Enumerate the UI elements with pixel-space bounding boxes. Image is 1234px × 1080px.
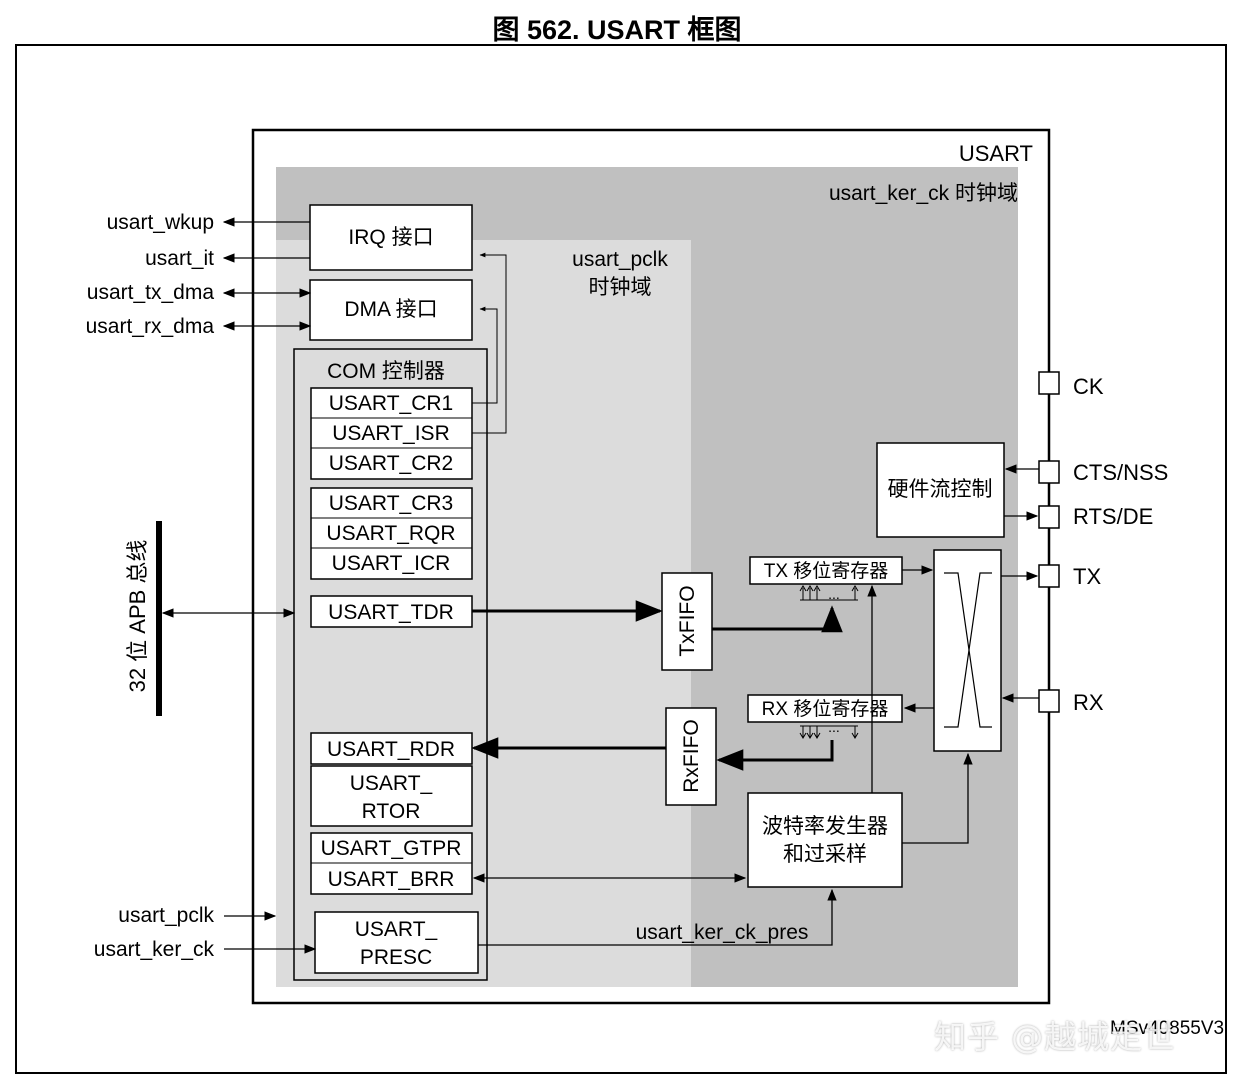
pin-crossbar-box [933,549,1002,752]
register-cr2: USART_CR2 [329,452,453,475]
register-rqr: USART_RQR [326,522,455,545]
hw-flow-control-label: 硬件流控制 [888,478,993,501]
pclk-domain-label-1: usart_pclk [572,248,668,271]
com-controller-label: COM 控制器 [327,360,445,383]
register-rtor-line1: USART_ [350,772,433,795]
register-brr: USART_BRR [328,868,455,891]
baud-generator-box [747,792,903,888]
rx-shift-register-box [747,694,903,723]
pin-cts-nss-label: CTS/NSS [1073,460,1168,485]
pin-tx [1038,564,1060,588]
tx-shift-register-box [749,556,903,585]
register-presc-line1: USART_ [355,918,438,941]
hw-flow-control-box [876,442,1005,538]
rx-shift-parallel-outputs [799,725,859,739]
baud-generator-line1: 波特率发生器 [762,815,888,838]
rxfifo-box [665,707,717,806]
irq-interface-box [309,204,473,271]
presc-to-baud-arrow [478,888,837,946]
signal-usart-pclk: usart_pclk [118,904,214,927]
register-group-3: USART_GTPR USART_BRR [310,832,473,895]
register-cr1: USART_CR1 [329,392,453,415]
signal-usart-ker-ck: usart_ker_ck [94,938,215,961]
watermark: 知乎 @越城走世 [934,1018,1177,1056]
cr1-to-dma-line [472,306,498,404]
register-rtor-box [310,765,473,827]
register-gtpr: USART_GTPR [321,837,462,860]
com-controller-box [293,348,488,981]
irq-interface-label: IRQ 接口 [348,226,433,249]
register-presc-line2: PRESC [360,946,432,969]
register-icr: USART_ICR [332,552,451,575]
figure-code: MSv40855V3 [1110,1018,1225,1039]
pin-rts-de [1038,505,1060,529]
rx-shift-register-label: RX 移位寄存器 [762,698,889,720]
signal-usart-it: usart_it [145,247,214,270]
usart-label: USART [959,141,1033,166]
pclk-domain-label-2: 时钟域 [589,276,652,299]
pin-rx [1038,689,1060,713]
txfifo-label: TxFIFO [676,585,699,656]
register-cr3: USART_CR3 [329,492,453,515]
rxfifo-label: RxFIFO [680,719,703,793]
register-group-2: USART_CR3 USART_RQR USART_ICR [310,487,473,580]
register-isr: USART_ISR [332,422,449,445]
register-rdr-box [310,732,473,765]
signal-usart-rx-dma: usart_rx_dma [86,315,215,338]
pin-rx-label: RX [1073,690,1104,715]
txfifo-box [661,572,713,671]
pin-cts-nss [1038,460,1060,484]
pin-tx-label: TX [1073,564,1101,589]
tx-shift-register-label: TX 移位寄存器 [764,560,889,582]
baud-generator-line2: 和过采样 [783,843,867,866]
rxshift-to-rxfifo-arrow [716,740,834,771]
tx-shift-parallel-inputs [799,585,859,601]
dma-interface-label: DMA 接口 [344,298,437,321]
isr-to-irq-line [472,252,507,434]
apb-bus-label: 32 位 APB 总线 [125,540,150,693]
figure-title: 图 562. USART 框图 [492,15,742,45]
txfifo-to-txshift-arrow [712,605,843,633]
pin-rts-de-label: RTS/DE [1073,504,1153,529]
tx-shift-dots: ... [828,586,840,602]
register-group-1: USART_CR1 USART_ISR USART_CR2 [310,387,473,480]
signal-usart-wkup: usart_wkup [107,211,214,234]
baud-to-crossbar-arrow [902,752,973,844]
register-presc-box [314,911,479,974]
outer-frame [15,44,1227,1074]
ker-ck-pres-label: usart_ker_ck_pres [636,921,809,944]
ker-ck-domain-label: usart_ker_ck 时钟域 [829,182,1018,205]
register-tdr: USART_TDR [328,601,454,624]
dma-interface-box [309,279,473,341]
pin-ck-label: CK [1073,374,1104,399]
signal-usart-tx-dma: usart_tx_dma [87,281,215,304]
pin-ck [1038,371,1060,395]
rx-shift-dots: ... [828,719,840,735]
register-rtor-line2: RTOR [362,800,421,823]
crossbar-line-2 [944,572,992,728]
register-rdr: USART_RDR [327,738,455,761]
